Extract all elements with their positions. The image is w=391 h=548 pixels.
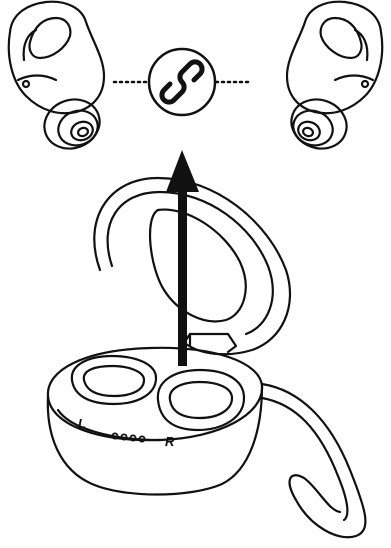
left-label: L xyxy=(78,416,86,431)
charging-case-icon xyxy=(48,178,366,537)
right-label: R xyxy=(165,434,175,449)
link-icon xyxy=(162,62,202,102)
left-earbud-icon xyxy=(9,2,107,156)
right-earbud-icon xyxy=(284,2,382,156)
